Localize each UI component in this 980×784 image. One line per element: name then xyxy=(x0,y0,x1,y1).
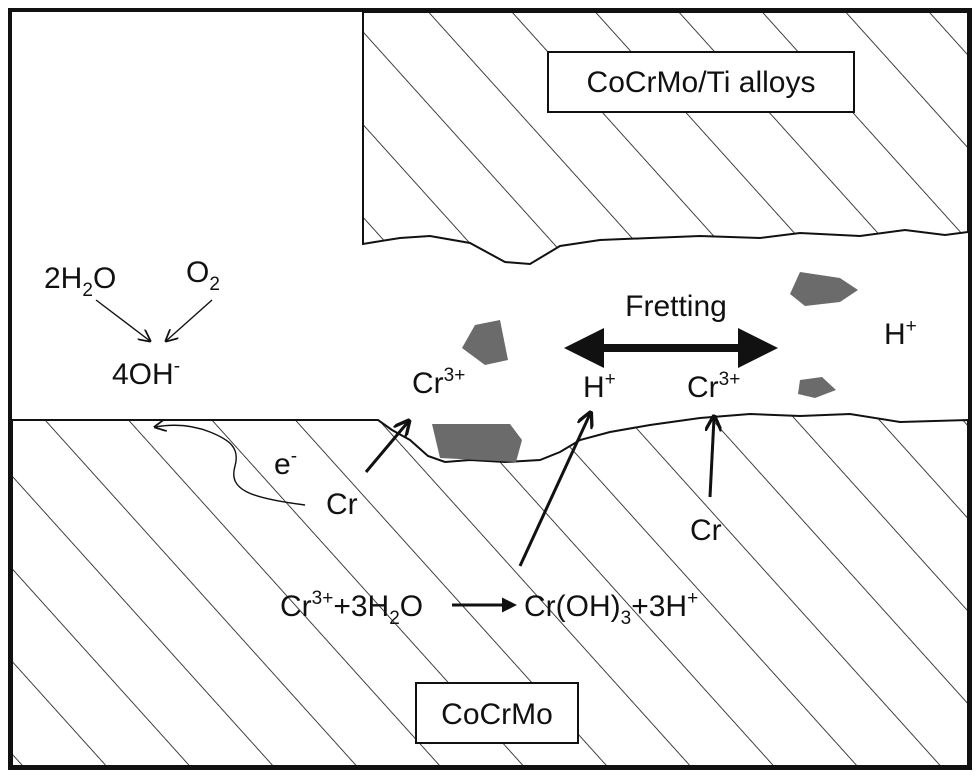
debris-particle xyxy=(798,377,836,398)
electron-path-arrow xyxy=(155,425,306,506)
h-ion-migration-arrow xyxy=(518,414,590,567)
top-alloy-label: CoCrMo/Ti alloys xyxy=(587,66,816,99)
h-ion-right-label: H+ xyxy=(884,316,917,351)
cr-ion-mid-label: Cr3+ xyxy=(687,369,740,404)
cr-ion-left-label: Cr3+ xyxy=(412,365,465,400)
cr-left-label: Cr xyxy=(326,488,358,521)
bottom-alloy-block xyxy=(11,412,969,767)
oxygen-arrow xyxy=(166,299,213,341)
h-ion-mid-label: H+ xyxy=(583,369,616,404)
water-label: 2H2O xyxy=(44,262,116,301)
bottom-alloy-label: CoCrMo xyxy=(441,698,553,731)
cr-dissolution-arrow-left xyxy=(364,422,408,473)
fretting-label: Fretting xyxy=(625,290,727,323)
debris-particle xyxy=(432,424,522,462)
cr-right-label: Cr xyxy=(690,514,722,547)
electron-label: e- xyxy=(274,446,297,481)
top-alloy-block xyxy=(362,11,969,266)
debris-particle xyxy=(790,272,858,306)
top-alloy-label-box xyxy=(547,51,855,113)
cr-dissolution-arrow-right xyxy=(710,418,714,498)
hydroxide-label: 4OH- xyxy=(112,356,180,391)
oxygen-label: O2 xyxy=(186,256,220,295)
debris-particle xyxy=(462,320,508,365)
reaction-reactants: Cr3++3H2O xyxy=(280,588,423,629)
reaction-products: Cr(OH)3+3H+ xyxy=(524,588,698,629)
water-arrow xyxy=(95,299,150,341)
bottom-alloy-label-box xyxy=(415,682,579,744)
